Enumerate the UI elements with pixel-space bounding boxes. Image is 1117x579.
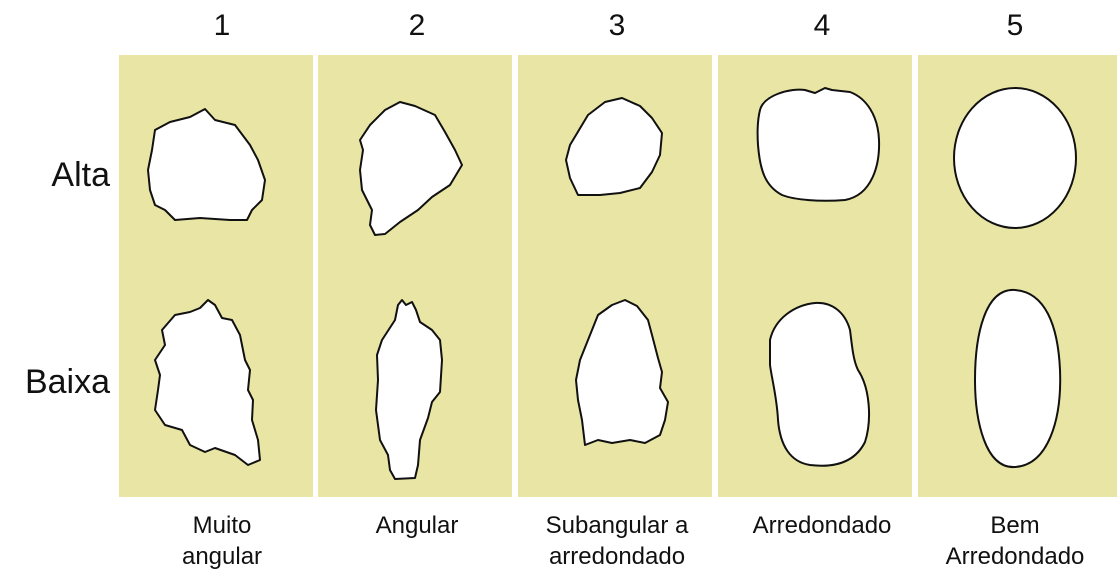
column-number-1: 1 <box>192 8 252 44</box>
grain-arredondado-alta <box>758 88 879 201</box>
column-number-5: 5 <box>985 8 1045 44</box>
caption-arredondado: Arredondado <box>722 510 922 541</box>
row-label-alta: Alta <box>0 155 110 195</box>
grain-bem-arredondado-alta <box>954 88 1076 228</box>
caption-angular: Angular <box>317 510 517 541</box>
column-number-4: 4 <box>792 8 852 44</box>
grain-bem-arredondado-baixa <box>975 290 1060 467</box>
row-label-baixa: Baixa <box>0 362 110 402</box>
column-number-2: 2 <box>387 8 447 44</box>
column-number-3: 3 <box>587 8 647 44</box>
